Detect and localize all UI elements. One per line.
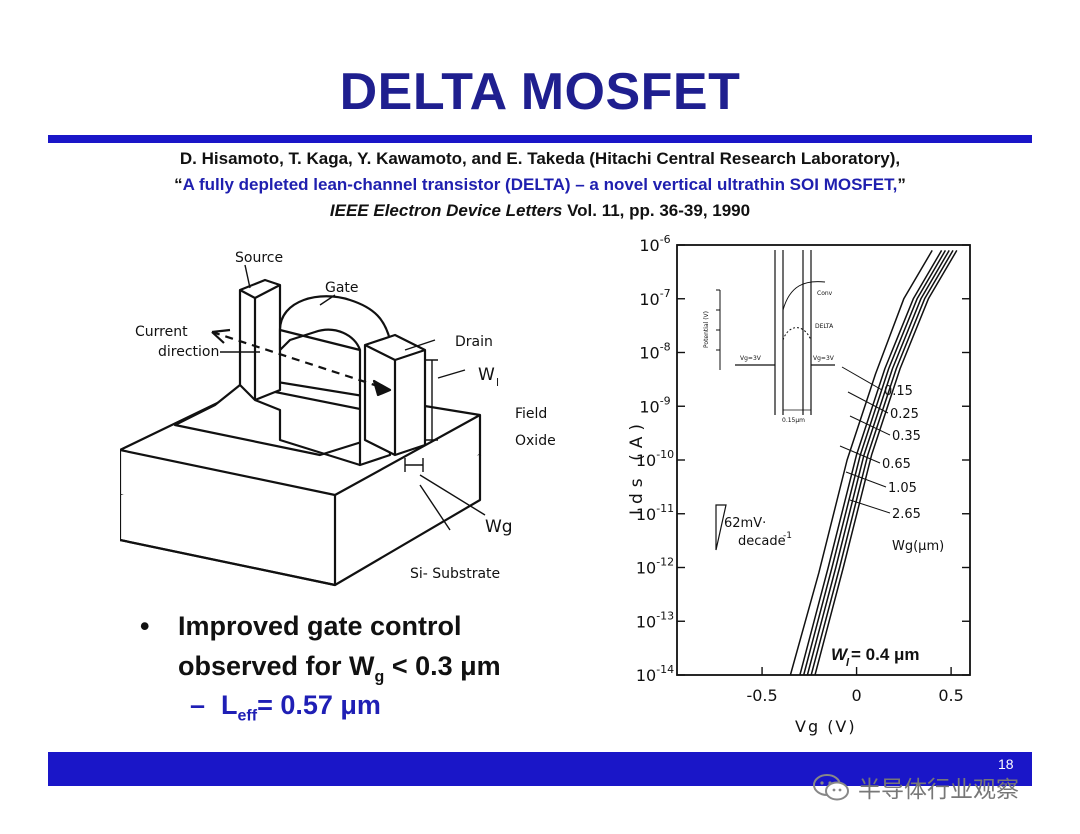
wl-note-suffix: = 0.4 μm (851, 645, 920, 664)
y-tick-label: 10-14 (636, 663, 674, 685)
bullet-sub: –Leff= 0.57 μm (190, 690, 381, 725)
sub-subscript: eff (237, 707, 258, 725)
legend-leader (839, 445, 881, 464)
legend-leader (845, 471, 887, 488)
bullet-dot: • (140, 611, 150, 641)
inset-label-conv: Conv (817, 290, 833, 297)
label-source: Source (235, 250, 283, 266)
slide-title: DELTA MOSFET (339, 63, 741, 121)
bullet-line-1: Improved gate control (178, 611, 462, 641)
label-wg: Wg (485, 517, 513, 537)
footer-bar (48, 752, 1032, 786)
y-tick-label: 10-8 (639, 341, 670, 363)
bullet-line-2-prefix: observed for W (178, 651, 375, 681)
wl-note-prefix: W (831, 645, 849, 664)
x-tick-label: 0 (851, 686, 861, 705)
label-field-2: Oxide (515, 433, 556, 449)
legend-label-2.65: 2.65 (892, 507, 921, 522)
plot-frame (676, 244, 971, 676)
inset-label-delta: DELTA (815, 323, 834, 330)
inset-ylabel: Potential (V) (703, 311, 710, 348)
label-gate: Gate (325, 280, 359, 296)
y-tick-label: 10-11 (636, 502, 674, 524)
wl-note-sub: l (846, 657, 850, 669)
label-current-2: direction (158, 344, 219, 360)
legend-title: Wg(μm) (892, 539, 944, 554)
y-tick-label: 10-6 (639, 233, 670, 255)
bullet-line-2: observed for Wg < 0.3 μm (178, 646, 501, 697)
label-substrate: Si- Substrate (410, 566, 500, 582)
citation-title: “A fully depleted lean-channel transisto… (0, 175, 1080, 195)
legend-leader (841, 366, 883, 391)
journal-volume: Vol. 11, pp. 36-39, 1990 (567, 201, 751, 220)
ids-vg-chart: 10-6 10-7 10-8 10-9 10-10 10-11 10-12 10-13 10-1… (627, 233, 971, 736)
slope-label-sup: -1 (783, 531, 792, 541)
label-wl-sub: l (496, 376, 499, 389)
y-tick-label: 10-12 (636, 556, 674, 578)
legend-leader (847, 391, 889, 414)
bullet-line-2-suffix: < 0.3 μm (384, 651, 501, 681)
series-line-0.25 (799, 250, 943, 676)
close-quote: ” (897, 175, 906, 194)
page-number: 18 (998, 756, 1014, 772)
legend-label-0.35: 0.35 (892, 429, 921, 444)
paper-title: A fully depleted lean-channel transistor… (182, 175, 898, 194)
label-field-1: Field (515, 406, 547, 422)
citation-journal: IEEE Electron Device Letters Vol. 11, pp… (0, 201, 1080, 221)
y-tick-label: 10-7 (639, 287, 670, 309)
label-drain: Drain (455, 334, 493, 350)
x-tick-label: -0.5 (746, 686, 777, 705)
bullet-line-2-sub: g (374, 668, 385, 686)
series-line-1.05 (810, 250, 954, 676)
inset-vg-left: Vg=3V (740, 355, 762, 362)
series-line-0.15 (789, 250, 933, 676)
y-axis-label: Ids (A) (627, 418, 647, 515)
slope-triangle (715, 504, 727, 551)
title-rule (48, 135, 1032, 143)
citation-authors: D. Hisamoto, T. Kaga, Y. Kawamoto, and E… (179, 149, 901, 168)
sub-suffix: = 0.57 μm (257, 690, 381, 720)
legend-label-1.05: 1.05 (888, 481, 917, 496)
label-wl: W (478, 365, 495, 385)
open-quote: “ (174, 175, 183, 194)
delta-device-diagram: Source Gate Drain Current direction W l … (120, 250, 556, 587)
chart-inset: Potential (V) Conv DELTA Vg=3V Vg=3V 0.1… (703, 250, 835, 424)
sub-dash: – (190, 690, 206, 720)
sub-prefix: L (221, 690, 238, 720)
legend-leader (849, 499, 891, 514)
legend-label-0.25: 0.25 (890, 407, 919, 422)
y-tick-label: 10-10 (636, 448, 674, 470)
y-tick-label: 10-9 (639, 394, 670, 416)
inset-scale: 0.15μm (782, 417, 805, 424)
series-line-0.65 (806, 250, 950, 676)
x-tick-label: 0.5 (938, 686, 963, 705)
inset-vg-right: Vg=3V (813, 355, 835, 362)
wechat-icon (813, 774, 849, 801)
x-axis-label: Vg (V) (795, 717, 857, 736)
slope-label-1: 62mV· (724, 516, 766, 531)
label-current-1: Current (135, 324, 188, 340)
legend-label-0.15: 0.15 (884, 384, 913, 399)
series-line-0.35 (802, 250, 947, 676)
watermark-text: 半导体行业观察 (858, 776, 1019, 802)
slope-label-2: decade (738, 534, 786, 549)
legend-label-0.65: 0.65 (882, 457, 911, 472)
legend-leader (849, 415, 891, 436)
journal-name: IEEE Electron Device Letters (329, 201, 563, 220)
y-tick-label: 10-13 (636, 609, 674, 631)
